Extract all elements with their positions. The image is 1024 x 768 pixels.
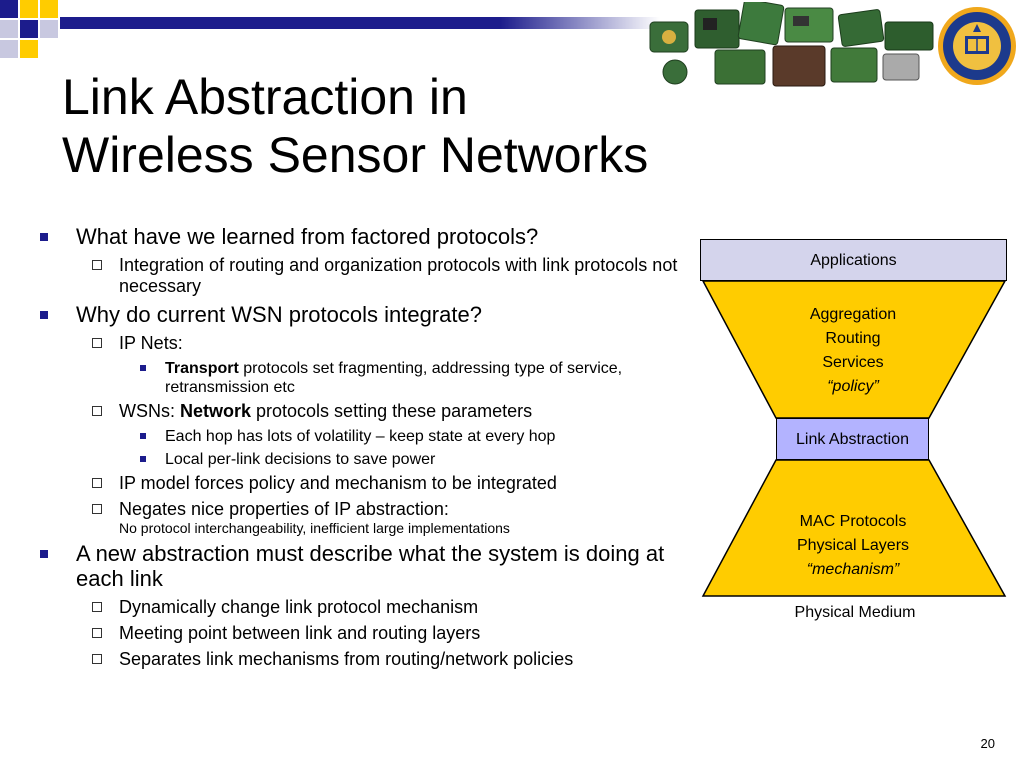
bullet-level3: Each hop has lots of volatility – keep s… <box>38 427 698 446</box>
bullet-level1: Why do current WSN protocols integrate? <box>38 302 698 327</box>
hollow-square-bullet-icon <box>92 406 102 416</box>
small-square-bullet-icon <box>140 456 146 462</box>
slide-title: Link Abstraction in Wireless Sensor Netw… <box>62 68 762 184</box>
deco-square <box>40 20 58 38</box>
bullet-text: IP model forces policy and mechanism to … <box>119 473 557 493</box>
title-line-1: Link Abstraction in <box>62 69 468 125</box>
bullet-text: Why do current WSN protocols integrate? <box>76 302 482 327</box>
square-bullet-icon <box>40 550 48 558</box>
university-seal-logo <box>938 7 1016 85</box>
bullet-text: Integration of routing and organization … <box>119 255 678 296</box>
bullet-text: Negates nice properties of IP abstractio… <box>119 499 449 519</box>
link-abstraction-box: Link Abstraction <box>776 418 929 460</box>
deco-square <box>20 40 38 58</box>
hourglass-shape <box>701 280 1007 597</box>
header-bar-fade <box>500 17 660 29</box>
upper-trapezoid <box>701 280 1007 419</box>
bullet-text: Meeting point between link and routing l… <box>119 623 481 643</box>
diagram-label: Physical Layers <box>796 537 910 554</box>
page-number: 20 <box>980 736 995 751</box>
lower-trapezoid <box>701 459 1007 597</box>
bullet-list: What have we learned from factored proto… <box>38 224 698 675</box>
square-bullet-icon <box>40 233 48 241</box>
bullet-level2: Negates nice properties of IP abstractio… <box>38 499 698 536</box>
hollow-square-bullet-icon <box>92 628 102 638</box>
deco-square <box>20 0 38 18</box>
bullet-text: Dynamically change link protocol mechani… <box>119 597 479 617</box>
bullet-level1: What have we learned from factored proto… <box>38 224 698 249</box>
hollow-square-bullet-icon <box>92 478 102 488</box>
bullet-level2: Separates link mechanisms from routing/n… <box>38 649 698 670</box>
diagram-label: Services <box>822 354 884 371</box>
bold-term: Transport <box>165 360 239 377</box>
bullet-text: Each hop has lots of volatility – keep s… <box>165 428 556 445</box>
sensor-boards-image <box>649 2 934 87</box>
bullet-level2: WSNs: Network protocols setting these pa… <box>38 401 698 422</box>
diagram-label: “mechanism” <box>806 561 900 578</box>
deco-square <box>0 0 18 18</box>
bold-term: Network <box>180 401 252 421</box>
small-square-bullet-icon <box>140 433 146 439</box>
bullet-text: protocols setting these parameters <box>251 401 533 421</box>
upper-layer-text: Aggregation Routing Services “policy” <box>755 303 951 399</box>
lower-layer-text: MAC Protocols Physical Layers “mechanism… <box>755 510 951 582</box>
title-line-2: Wireless Sensor Networks <box>62 127 649 183</box>
bullet-level2: Integration of routing and organization … <box>38 255 698 297</box>
hollow-square-bullet-icon <box>92 602 102 612</box>
applications-box: Applications <box>700 239 1007 281</box>
bullet-text: IP Nets: <box>119 333 183 353</box>
deco-square <box>40 0 58 18</box>
diagram-label: Aggregation <box>809 306 897 323</box>
diagram-label: MAC Protocols <box>799 513 907 530</box>
bullet-level1: A new abstraction must describe what the… <box>38 541 698 591</box>
bullet-level2: IP model forces policy and mechanism to … <box>38 473 698 494</box>
bullet-text: A new abstraction must describe what the… <box>76 541 665 591</box>
bullet-text: Separates link mechanisms from routing/n… <box>119 649 574 669</box>
diagram-label: “policy” <box>827 378 879 395</box>
bullet-level2: IP Nets: <box>38 333 698 354</box>
bullet-text: protocols set fragmenting, addressing ty… <box>165 360 623 396</box>
hollow-square-bullet-icon <box>92 654 102 664</box>
hollow-square-bullet-icon <box>92 504 102 514</box>
bullet-level3: Transport protocols set fragmenting, add… <box>38 359 698 397</box>
deco-square <box>0 20 18 38</box>
deco-square <box>0 40 18 58</box>
bullet-level2: Meeting point between link and routing l… <box>38 623 698 644</box>
diagram-label: Routing <box>825 330 881 347</box>
bullet-level3: Local per-link decisions to save power <box>38 450 698 469</box>
bullet-text: Local per-link decisions to save power <box>165 451 436 468</box>
small-square-bullet-icon <box>140 365 146 371</box>
bullet-level2: Dynamically change link protocol mechani… <box>38 597 698 618</box>
deco-square <box>20 20 38 38</box>
bullet-text: What have we learned from factored proto… <box>76 224 539 249</box>
hourglass-diagram: Applications Aggregation Routing Service… <box>695 236 1020 636</box>
hollow-square-bullet-icon <box>92 260 102 270</box>
physical-medium-label: Physical Medium <box>794 604 916 621</box>
bullet-subtext: No protocol interchangeability, ineffici… <box>119 520 510 536</box>
bullet-text: WSNs: <box>119 401 180 421</box>
hollow-square-bullet-icon <box>92 338 102 348</box>
square-bullet-icon <box>40 311 48 319</box>
